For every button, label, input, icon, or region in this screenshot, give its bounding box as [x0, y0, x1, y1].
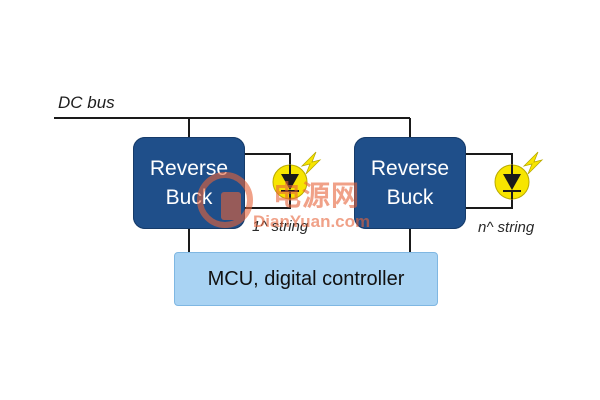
controller-label: MCU, digital controller: [207, 267, 405, 290]
mcu-controller-box: MCU, digital controller: [174, 252, 438, 306]
led-icon: [494, 151, 544, 200]
converter-label-line1: Reverse: [370, 157, 450, 180]
converter-label-line1: Reverse: [149, 157, 229, 180]
dc-bus-label: DC bus: [58, 93, 115, 112]
led-string-label-1: 1^ string: [252, 218, 309, 235]
converter-label-line2: Buck: [386, 186, 434, 209]
reverse-buck-converter-2: Reverse Buck: [354, 137, 466, 229]
led-string-label-n: n^ string: [478, 219, 535, 236]
reverse-buck-converter-1: Reverse Buck: [133, 137, 245, 229]
converter-label-line2: Buck: [165, 186, 213, 209]
led-icon: [272, 151, 322, 200]
